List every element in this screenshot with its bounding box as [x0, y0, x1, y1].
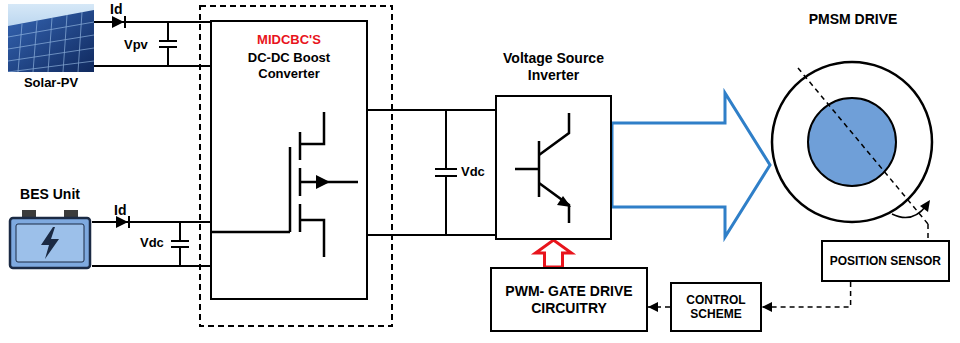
graphic-path — [18, 12, 82, 72]
connector-line — [94, 21, 210, 23]
graphic-rect — [10, 218, 90, 268]
source-label: Solar-PV — [24, 75, 78, 91]
signal-label: Id — [110, 1, 122, 17]
wire — [92, 66, 495, 266]
dc-wire — [94, 22, 210, 23]
signal-label: Vpv — [124, 37, 148, 53]
graphic-path — [300, 112, 324, 144]
block-heading: Voltage Source Inverter — [495, 50, 612, 84]
graphic-path — [300, 220, 324, 257]
graphic-path — [798, 68, 928, 224]
signal-label: Vdc — [140, 235, 164, 251]
graphic-rect — [16, 224, 84, 262]
pmsm-motor: PMSM DRIVE — [770, 10, 936, 224]
graphic-rect — [8, 4, 94, 72]
graphic-path — [892, 206, 926, 218]
box-label: POSITION SENSOR — [830, 254, 941, 268]
transistor-symbol — [497, 97, 610, 238]
hollow-arrow — [536, 240, 572, 267]
box-label: CONTROL SCHEME — [679, 293, 753, 322]
battery-picture — [8, 206, 92, 270]
inverter-box — [495, 95, 612, 240]
graphic-path — [128, 216, 130, 228]
power-flow-arrow — [536, 240, 572, 267]
battery-unit: BES Unit — [8, 186, 92, 274]
graphic-path — [289, 147, 292, 232]
signal-line — [648, 302, 670, 312]
arrow-head — [762, 302, 772, 312]
graphic-path — [435, 110, 457, 235]
graphic-path — [159, 22, 177, 66]
graphic-path — [538, 141, 541, 197]
converter-group-outline — [200, 6, 392, 326]
signal-label: Id — [114, 202, 126, 218]
graphic-path — [368, 234, 495, 236]
box-label: PWM- GATE DRIVE CIRCUITRY — [499, 283, 639, 317]
gate-drive-box: PWM- GATE DRIVE CIRCUITRY — [490, 267, 648, 332]
graphic-path — [94, 65, 210, 67]
connector-line — [92, 221, 210, 223]
converter-tag: MIDCBC'S — [233, 32, 345, 48]
sensor-box: POSITION SENSOR — [821, 240, 950, 282]
graphic-path — [171, 222, 189, 266]
graphic-path — [515, 168, 539, 171]
inverter-block: Voltage Source Inverter — [495, 50, 612, 240]
arrow-head — [648, 302, 658, 312]
graphic-polygon — [8, 10, 94, 72]
graphic-polygon — [920, 200, 930, 212]
connector-line — [927, 224, 929, 240]
dc-wire — [92, 222, 210, 223]
graphic-circle — [808, 98, 896, 186]
dc-wire — [368, 110, 495, 111]
source-label: BES Unit — [20, 186, 80, 203]
graphic-path — [112, 16, 124, 28]
hollow-arrow — [612, 93, 770, 237]
graphic-path — [539, 113, 569, 155]
connector-line — [762, 282, 851, 307]
graphic-path — [124, 16, 126, 28]
graphic-g — [8, 12, 94, 72]
connector-line — [368, 109, 495, 111]
converter-title: DC-DC Boost Converter — [233, 50, 345, 82]
graphic-g — [212, 112, 358, 257]
power-flow-arrow — [612, 93, 770, 237]
graphic-g — [515, 113, 569, 223]
motor-symbol — [770, 10, 936, 224]
signal-label: Vdc — [461, 164, 485, 180]
graphic-polygon — [557, 196, 571, 207]
graphic-polygon — [41, 227, 59, 259]
graphic-path — [212, 231, 290, 234]
solar-panel-picture — [8, 4, 94, 72]
solar-pv-source: Solar-PV — [8, 4, 94, 96]
boost-converter-box: MIDCBC'S DC-DC Boost Converter — [210, 20, 368, 300]
capacitor-symbol — [159, 22, 457, 266]
signal-line — [762, 282, 851, 312]
block-heading: PMSM DRIVE — [770, 11, 936, 28]
graphic-polygon — [316, 175, 330, 189]
control-box: CONTROL SCHEME — [670, 282, 762, 332]
graphic-circle — [772, 62, 932, 222]
signal-line — [928, 224, 929, 240]
graphic-path — [92, 265, 210, 267]
